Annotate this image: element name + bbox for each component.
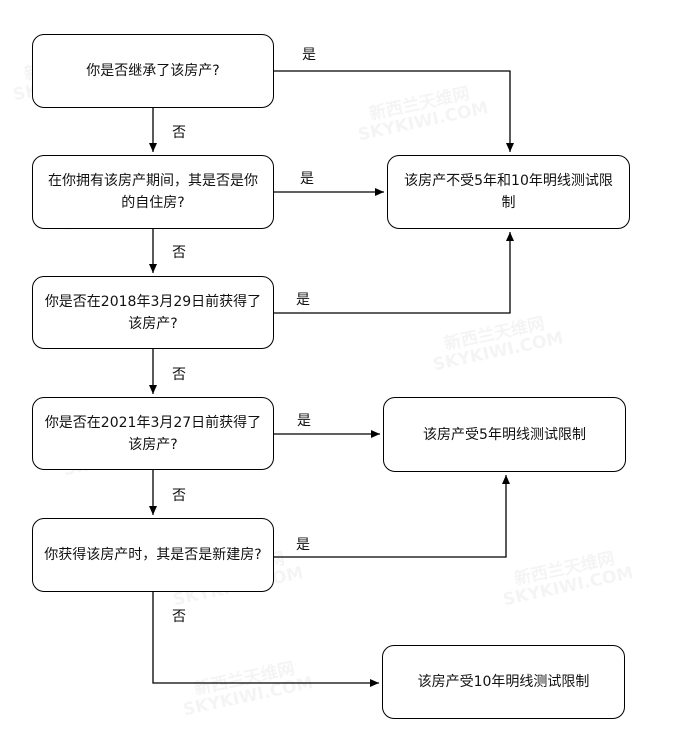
edge-label-q1-no: 否 — [172, 125, 186, 141]
edge-label-q2-yes: 是 — [300, 171, 314, 187]
edge-q5-no — [152, 592, 379, 687]
edge-q1-yes — [274, 70, 514, 152]
question-new-build: 你获得该房产时，其是否是新建房? — [32, 518, 274, 592]
result-5-year: 该房产受5年明线测试限制 — [383, 397, 626, 472]
edge-label-q4-no: 否 — [172, 488, 186, 504]
edge-label-q3-yes: 是 — [296, 292, 310, 308]
edge-label-q5-yes: 是 — [296, 537, 310, 553]
edge-label-q3-no: 否 — [172, 367, 186, 383]
result-10-year: 该房产受10年明线测试限制 — [382, 645, 625, 719]
edge-label-q5-no: 否 — [172, 609, 186, 625]
question-inherited: 你是否继承了该房产? — [32, 34, 274, 108]
edge-q3-yes — [274, 232, 514, 314]
question-acquired-before-2021: 你是否在2021年3月27日前获得了该房产? — [32, 397, 274, 470]
edge-q5-yes — [274, 475, 510, 558]
result-exempt: 该房产不受5年和10年明线测试限制 — [387, 155, 630, 229]
question-main-residence: 在你拥有该房产期间，其是否是你的自住房? — [32, 155, 274, 229]
edge-label-q1-yes: 是 — [302, 47, 316, 63]
edge-label-q4-yes: 是 — [297, 413, 311, 429]
edge-label-q2-no: 否 — [172, 245, 186, 261]
question-acquired-before-2018: 你是否在2018年3月29日前获得了该房产? — [32, 276, 274, 349]
